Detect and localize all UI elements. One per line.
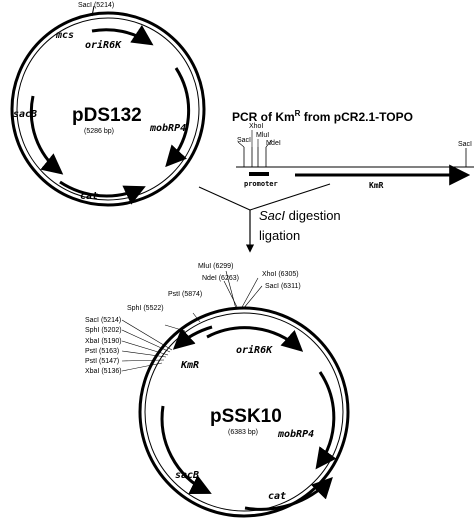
leader-ndei <box>265 139 273 148</box>
plasmid-size-bottom: (6383 bp) <box>228 429 258 436</box>
pcr-site-xhoi: XhoI <box>249 123 263 130</box>
label-cat-bottom: cat <box>268 491 286 502</box>
label-mob-top: mobRP4 <box>149 123 186 134</box>
plasmid-pssk10: MluI (6299) NdeI (6263) PstI (5874) SphI… <box>85 263 350 518</box>
site-left-1: SphI (5202) <box>85 327 122 334</box>
gene-arc-sacb-bottom <box>160 405 212 495</box>
pcr-site-saci-right: SacI <box>458 141 472 148</box>
site-saci-top: SacI (5214) <box>78 2 114 9</box>
step-digestion: SacI digestion <box>259 208 341 223</box>
arrow-branch-left <box>198 186 251 211</box>
gene-arc-sacb-top <box>29 95 64 175</box>
gene-arc-cat-top <box>59 180 146 205</box>
arrow-branch-right <box>249 183 331 211</box>
site-mlui: MluI (6299) <box>198 263 233 270</box>
label-kmr-bottom: KmR <box>180 360 199 371</box>
site-left-2: XbaI (5190) <box>85 338 122 345</box>
label-ori-top: oriR6K <box>85 39 122 51</box>
plasmid-pds132-circle <box>10 11 206 207</box>
label-cat-top: cat <box>80 191 98 202</box>
label-promoter: promoter <box>244 180 278 188</box>
label-mob-bottom: mobRP4 <box>277 429 314 440</box>
plasmid-pds132: SacI (5214) mcs oriR6K sacB mobRP4 cat p… <box>10 2 206 207</box>
gene-arc-mob-bottom <box>315 371 337 470</box>
gene-arc-cat-bottom <box>244 476 333 511</box>
pcr-title: PCR of KmR from pCR2.1-TOPO <box>232 109 413 124</box>
site-ndei: NdeI (6263) <box>202 275 239 282</box>
site-left-3: PstI (5163) <box>85 348 119 355</box>
gene-arc-kmr-bottom <box>172 325 213 350</box>
plasmid-size-top: (5286 bp) <box>84 128 114 135</box>
plasmid-name-bottom: pSSK10 <box>210 406 282 427</box>
plasmid-name-top: pDS132 <box>72 105 142 126</box>
plasmid-pssk10-inner-circle <box>144 312 344 512</box>
site-left-4: PstI (5147) <box>85 358 119 365</box>
site-psti-top: PstI (5874) <box>168 291 202 298</box>
process-arrow: SacI digestion ligation <box>198 183 341 253</box>
label-sacb-top: sacB <box>13 109 37 120</box>
gene-arc-ori-top <box>91 24 154 46</box>
promoter-box <box>249 172 269 176</box>
left-site-leaders <box>121 319 173 372</box>
leader-saci <box>237 141 245 148</box>
pcr-site-mlui: MluI <box>256 132 269 139</box>
site-xhoi: XhoI (6305) <box>262 271 299 278</box>
step-ligation: ligation <box>259 228 300 243</box>
site-sphi-top: SphI (5522) <box>127 305 164 312</box>
sacI-tick-top <box>91 5 95 17</box>
pcr-site-ndei: NdeI <box>266 140 281 147</box>
site-saci-top-bottom: SacI (6311) <box>265 283 301 290</box>
gene-arc-ori-bottom <box>206 326 304 352</box>
pcr-site-saci-left: SacI <box>237 137 251 144</box>
plasmid-pds132-inner-circle <box>16 17 200 201</box>
label-kmr-pcr: KmR <box>369 181 384 190</box>
top-site-leaders <box>164 270 263 332</box>
gene-arc-mob-top <box>165 67 191 168</box>
site-left-0: SacI (5214) <box>85 317 121 324</box>
label-sacb-bottom: sacB <box>175 470 199 481</box>
label-mcs-top: mcs <box>55 30 74 41</box>
pcr-fragment: PCR of KmR from pCR2.1-TOPO SacI XhoI Ml… <box>232 109 474 190</box>
label-ori-bottom: oriR6K <box>236 344 273 356</box>
site-left-5: XbaI (5136) <box>85 368 122 375</box>
